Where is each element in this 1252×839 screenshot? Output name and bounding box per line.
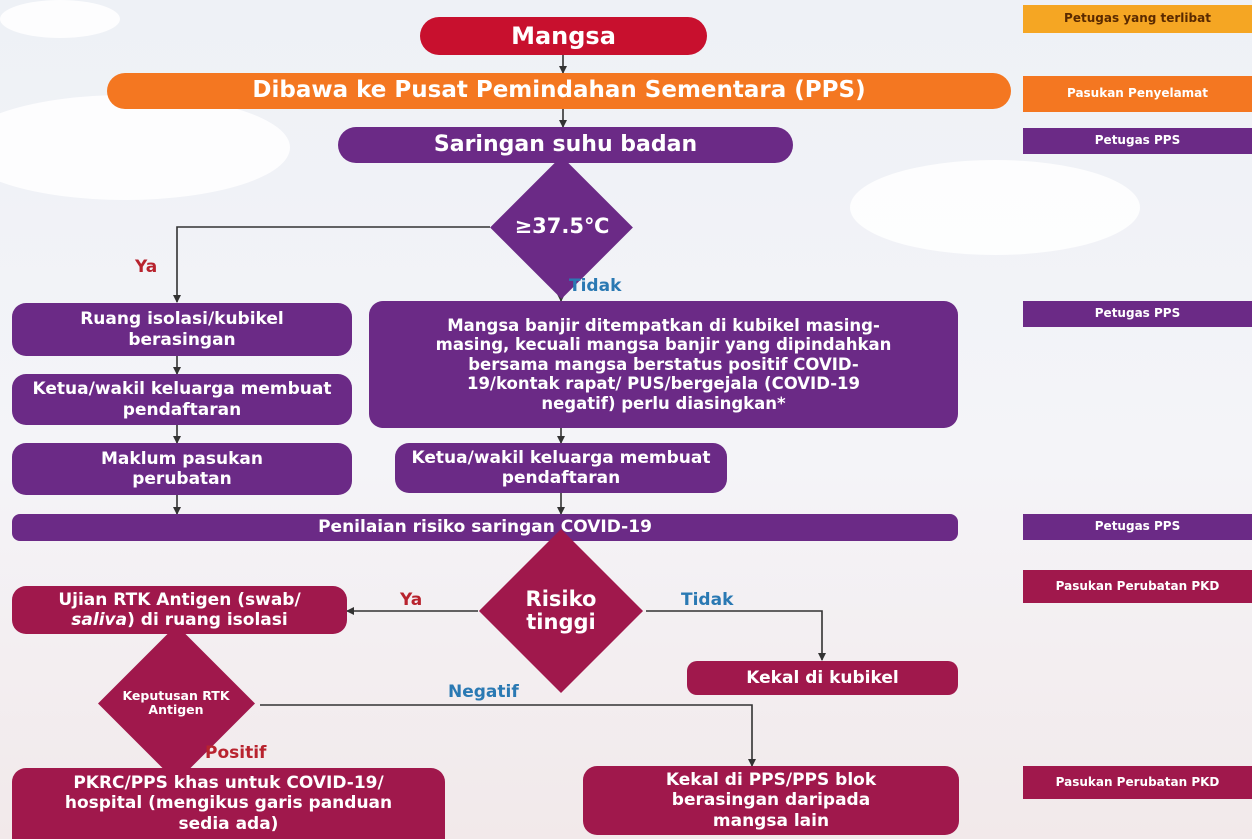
family-registration-left-label: Ketua/wakil keluarga membuat pendaftaran xyxy=(32,379,332,420)
flood-victims-cubicle-label: Mangsa banjir ditempatkan di kubikel mas… xyxy=(435,315,892,413)
temperature-screening-box: Saringan suhu badan xyxy=(338,127,793,163)
yes-label: Ya xyxy=(135,257,158,277)
legend-header: Petugas yang terlibat xyxy=(1023,5,1252,33)
isolation-room-box: Ruang isolasi/kubikel berasingan xyxy=(12,303,352,356)
stay-at-pps-label: Kekal di PPS/PPS blok berasingan daripad… xyxy=(665,770,877,831)
covid-risk-assessment-label: Penilaian risiko saringan COVID-19 xyxy=(318,517,652,538)
cloud-decoration xyxy=(0,95,290,200)
notify-medical-team-box: Maklum pasukan perubatan xyxy=(12,443,352,495)
legend-pps-officer: Petugas PPS xyxy=(1023,514,1252,540)
flood-victims-cubicle-box: Mangsa banjir ditempatkan di kubikel mas… xyxy=(369,301,958,428)
isolation-room-label: Ruang isolasi/kubikel berasingan xyxy=(80,309,284,350)
risk-no-label: Tidak xyxy=(681,590,734,610)
positive-label: Positif xyxy=(205,743,267,763)
stay-in-cubicle-label: Kekal di kubikel xyxy=(746,667,899,688)
taken-to-pps-label: Dibawa ke Pusat Pemindahan Sementara (PP… xyxy=(252,77,866,104)
high-risk-label: Risiko tinggi xyxy=(525,586,597,634)
stay-in-cubicle-box: Kekal di kubikel xyxy=(687,661,958,695)
pkrc-covid-hospital-label: PKRC/PPS khas untuk COVID-19/ hospital (… xyxy=(64,773,393,834)
rtk-result-label: Keputusan RTK Antigen xyxy=(122,688,230,717)
notify-medical-team-label: Maklum pasukan perubatan xyxy=(101,448,263,489)
family-registration-right-box: Ketua/wakil keluarga membuat pendaftaran xyxy=(395,443,727,493)
temperature-screening-label: Saringan suhu badan xyxy=(433,132,698,158)
covid-risk-assessment-box: Penilaian risiko saringan COVID-19 xyxy=(12,514,958,541)
family-registration-right-label: Ketua/wakil keluarga membuat pendaftaran xyxy=(411,447,711,488)
taken-to-pps-box: Dibawa ke Pusat Pemindahan Sementara (PP… xyxy=(107,73,1011,109)
legend-medical-team-pkd: Pasukan Perubatan PKD xyxy=(1023,570,1252,603)
family-registration-left-box: Ketua/wakil keluarga membuat pendaftaran xyxy=(12,374,352,425)
stay-at-pps-box: Kekal di PPS/PPS blok berasingan daripad… xyxy=(583,766,959,835)
victims-label: Mangsa xyxy=(511,21,616,50)
legend-rescue-team: Pasukan Penyelamat xyxy=(1023,76,1252,112)
no-label: Tidak xyxy=(569,276,622,296)
negative-label: Negatif xyxy=(448,682,519,702)
cloud-decoration xyxy=(850,160,1140,255)
legend-pps-officer: Petugas PPS xyxy=(1023,128,1252,154)
legend-pps-officer: Petugas PPS xyxy=(1023,301,1252,327)
risk-yes-label: Ya xyxy=(400,590,423,610)
victims-box: Mangsa xyxy=(420,17,707,55)
pkrc-covid-hospital-box: PKRC/PPS khas untuk COVID-19/ hospital (… xyxy=(12,768,445,839)
legend-medical-team-pkd: Pasukan Perubatan PKD xyxy=(1023,766,1252,799)
cloud-decoration xyxy=(0,0,120,38)
temperature-threshold-label: ≥37.5℃ xyxy=(514,214,610,239)
rtk-antigen-test-label: Ujian RTK Antigen (swab/saliva) di ruang… xyxy=(58,589,301,630)
rtk-antigen-test-box: Ujian RTK Antigen (swab/saliva) di ruang… xyxy=(12,586,347,634)
